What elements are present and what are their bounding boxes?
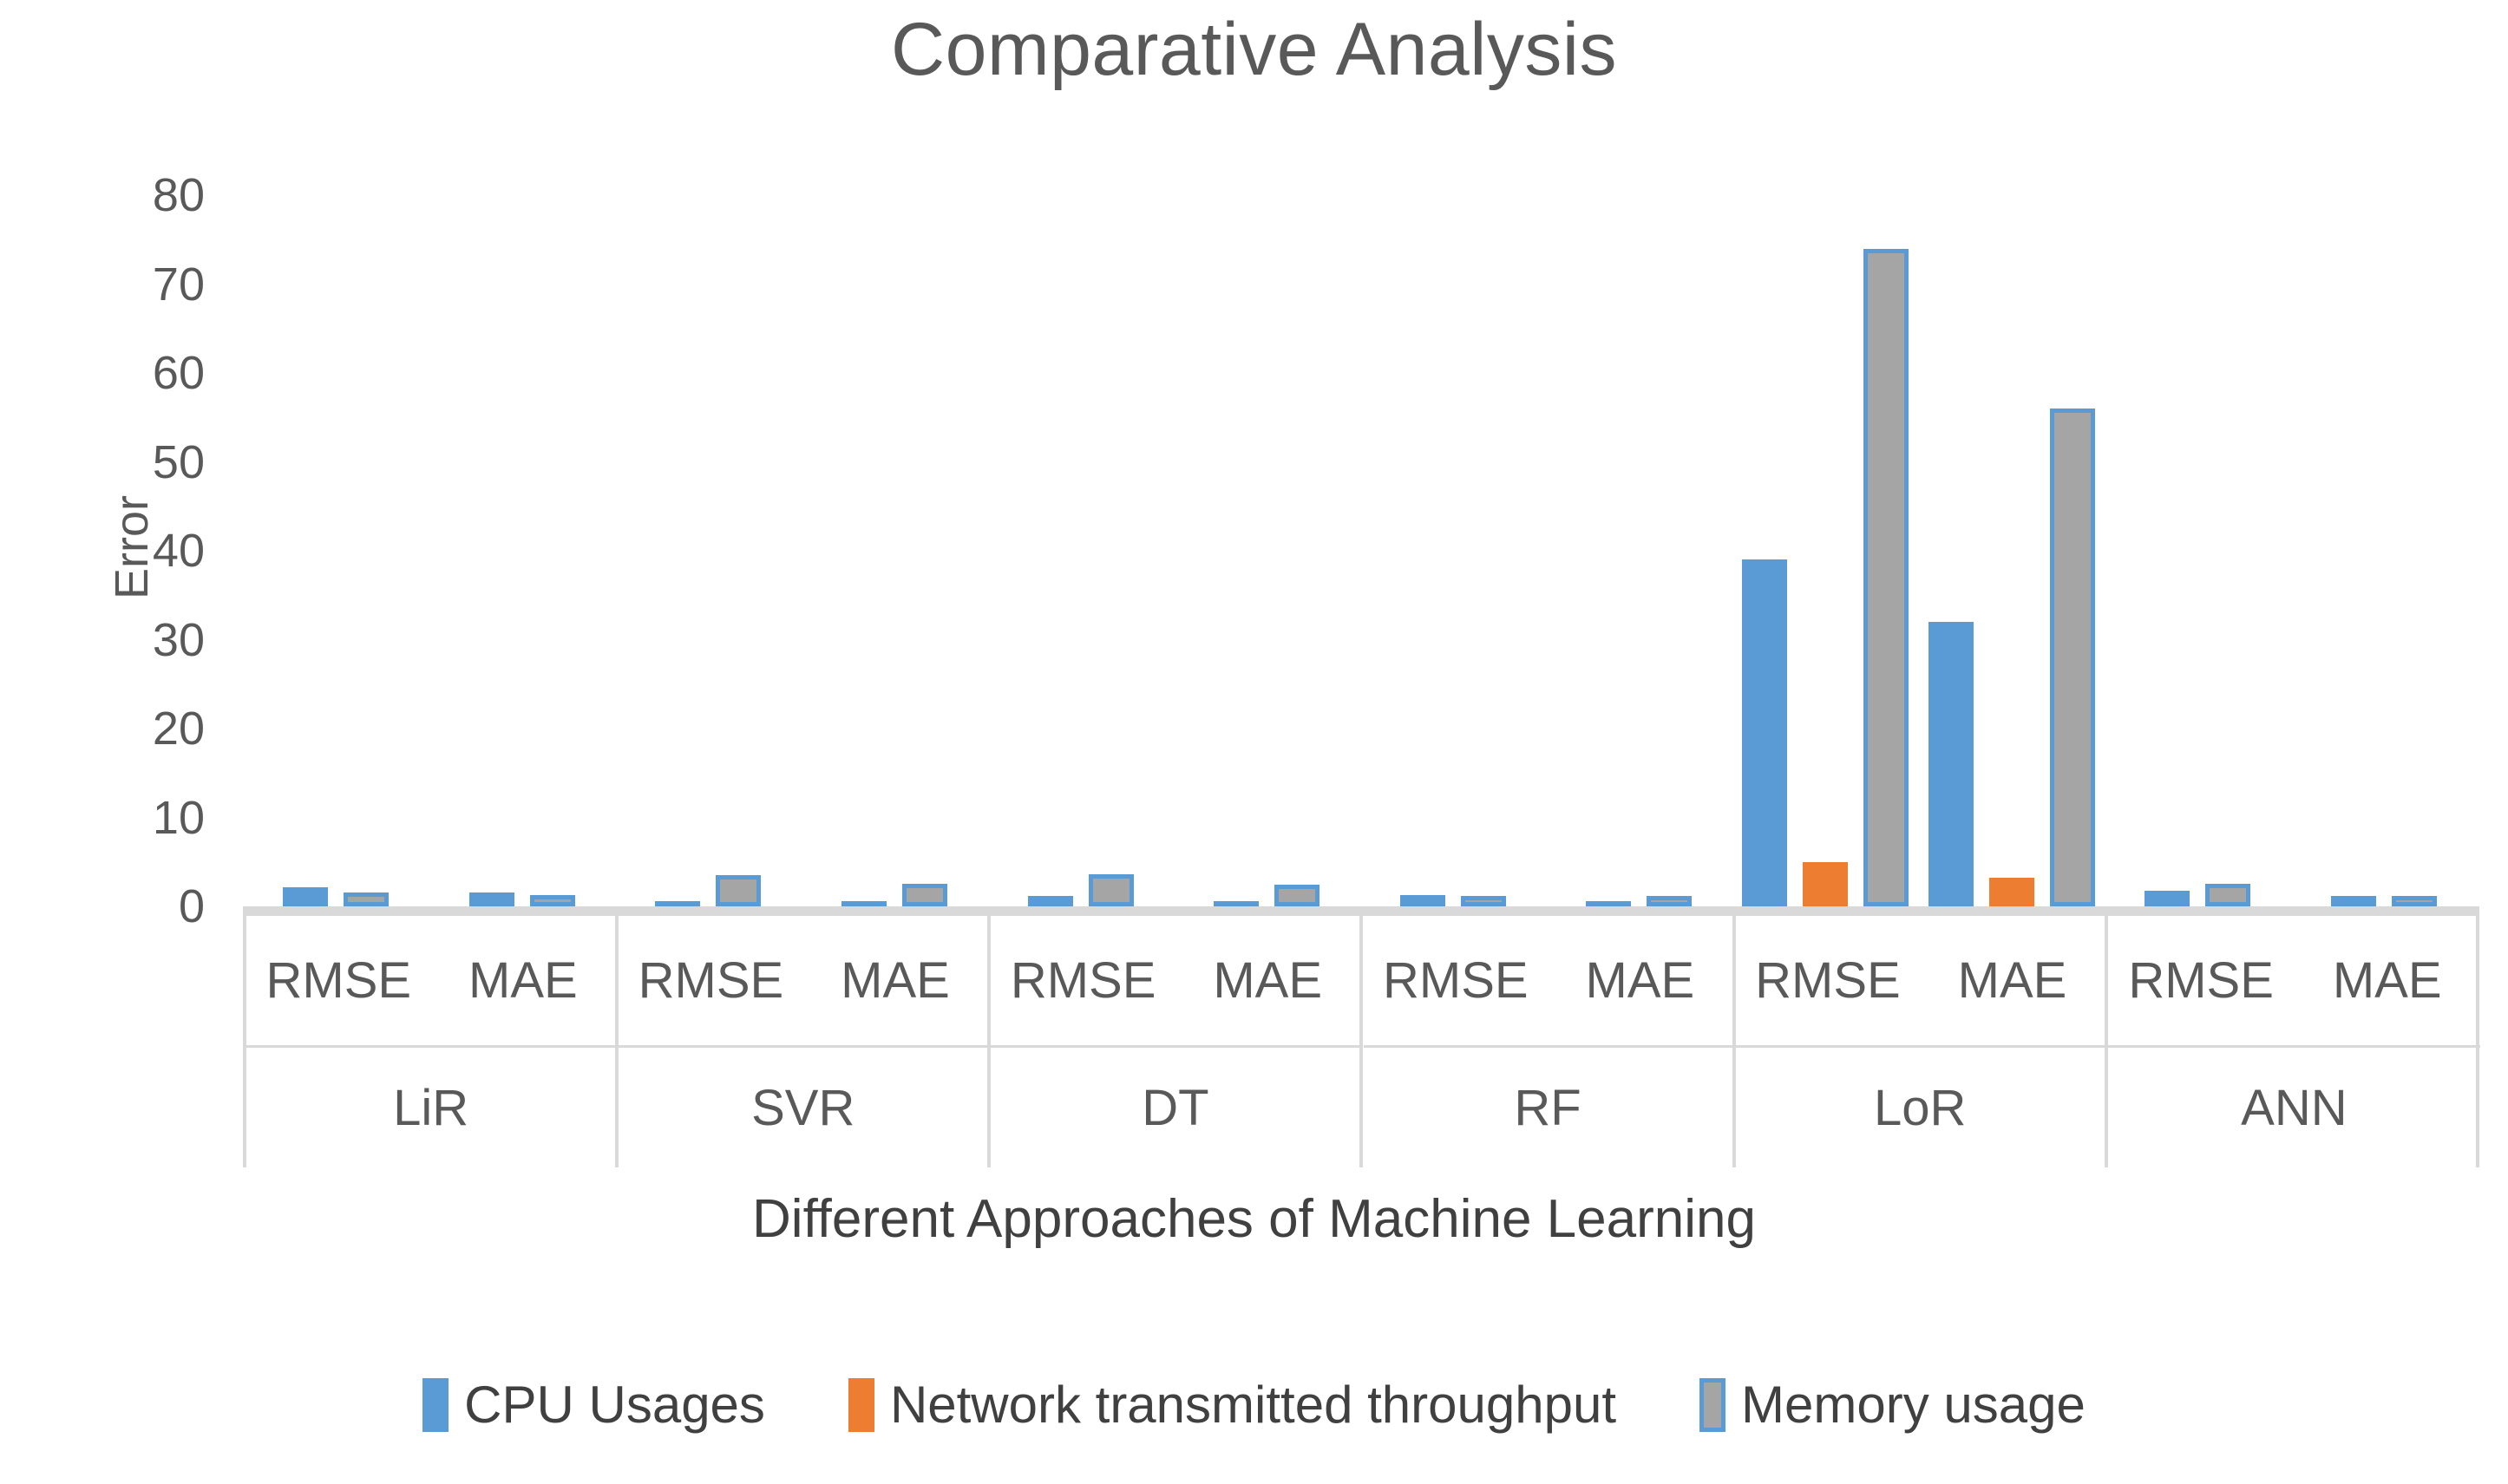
y-axis-tick-label: 80 xyxy=(152,169,205,221)
metric-label-row: RMSE MAE xyxy=(2107,916,2480,1048)
group-label-svr: SVR xyxy=(751,1079,855,1136)
bar-memory-usage[interactable] xyxy=(344,892,390,906)
legend-swatch-cpu-icon xyxy=(422,1377,449,1432)
metric-label-rmse: RMSE xyxy=(638,952,784,1009)
y-axis-tick-label: 70 xyxy=(152,258,205,311)
group-label-lir: LiR xyxy=(393,1079,469,1136)
bar-cluster xyxy=(802,884,988,906)
plot-area xyxy=(243,195,2477,906)
bar-cluster xyxy=(2290,895,2477,906)
x-axis-title: Different Approaches of Machine Learning xyxy=(752,1189,1756,1249)
bar-memory-usage[interactable] xyxy=(1863,248,1909,906)
x-axis-baseline xyxy=(243,906,2479,916)
y-axis-tick-labels: 80 70 60 50 40 30 20 10 0 xyxy=(104,0,217,1484)
legend-swatch-net-icon xyxy=(848,1377,874,1432)
metric-label-rmse: RMSE xyxy=(1755,952,1901,1009)
bar-cluster xyxy=(1732,248,1919,906)
bar-memory-usage[interactable] xyxy=(1647,895,1693,906)
metric-label-row: RMSE MAE xyxy=(1735,916,2105,1048)
bar-cpu-usages[interactable] xyxy=(1586,901,1632,906)
bar-cpu-usages[interactable] xyxy=(1214,901,1260,906)
metric-label-row: RMSE MAE xyxy=(619,916,988,1048)
bar-cluster xyxy=(1174,885,1360,906)
y-axis-tick-label: 30 xyxy=(152,613,205,666)
metric-label-mae: MAE xyxy=(468,952,578,1009)
legend-swatch-mem-icon xyxy=(1699,1377,1726,1432)
bar-group xyxy=(243,195,615,906)
bar-cluster xyxy=(243,887,429,906)
bar-group xyxy=(987,195,1359,906)
metric-label-mae: MAE xyxy=(1213,952,1323,1009)
metric-label-rmse: RMSE xyxy=(1383,952,1529,1009)
metric-label-row: RMSE MAE xyxy=(991,916,1360,1048)
group-label-lor: LoR xyxy=(1874,1079,1967,1136)
bar-network-throughput[interactable] xyxy=(1802,861,1848,906)
bar-cluster xyxy=(1546,895,1732,906)
metric-label-mae: MAE xyxy=(841,952,950,1009)
category-group-lor: RMSE MAE LoR xyxy=(1735,916,2108,1167)
category-group-dt: RMSE MAE DT xyxy=(991,916,1364,1167)
group-label-rf: RF xyxy=(1514,1079,1581,1136)
chart-legend: CPU Usages Network transmitted throughput… xyxy=(0,1375,2508,1435)
bar-group xyxy=(1732,195,2105,906)
metric-label-rmse: RMSE xyxy=(1010,952,1156,1009)
metric-label-row: RMSE MAE xyxy=(246,916,616,1048)
legend-label: CPU Usages xyxy=(464,1376,765,1434)
y-axis-tick-label: 20 xyxy=(152,703,205,755)
bar-cpu-usages[interactable] xyxy=(655,901,701,906)
metric-label-mae: MAE xyxy=(1585,952,1695,1009)
bar-cluster xyxy=(1360,894,1547,906)
bar-memory-usage[interactable] xyxy=(2391,895,2437,906)
y-axis-tick-label: 60 xyxy=(152,347,205,399)
bar-network-throughput[interactable] xyxy=(1988,878,2034,906)
bar-cpu-usages[interactable] xyxy=(2145,890,2190,906)
group-label-dt: DT xyxy=(1142,1079,1209,1136)
legend-label: Memory usage xyxy=(1741,1376,2086,1434)
category-group-svr: RMSE MAE SVR xyxy=(619,916,992,1167)
metric-label-rmse: RMSE xyxy=(265,952,412,1009)
bar-cpu-usages[interactable] xyxy=(1741,559,1787,906)
y-axis-tick-label: 50 xyxy=(152,435,205,488)
metric-label-mae: MAE xyxy=(2332,952,2442,1009)
category-group-rf: RMSE MAE RF xyxy=(1363,916,1736,1167)
bar-cpu-usages[interactable] xyxy=(283,887,329,906)
metric-label-row: RMSE MAE xyxy=(1363,916,1732,1048)
bar-cluster xyxy=(2105,884,2291,906)
bar-memory-usage[interactable] xyxy=(2205,884,2251,906)
category-group-ann: RMSE MAE ANN xyxy=(2107,916,2480,1167)
bar-memory-usage[interactable] xyxy=(529,894,575,906)
metric-label-rmse: RMSE xyxy=(2128,952,2274,1009)
legend-item[interactable]: CPU Usages xyxy=(422,1375,765,1435)
bar-memory-usage[interactable] xyxy=(1088,874,1134,906)
y-axis-tick-label: 40 xyxy=(152,525,205,577)
legend-item[interactable]: Memory usage xyxy=(1699,1375,2086,1435)
bar-group xyxy=(615,195,987,906)
legend-item[interactable]: Network transmitted throughput xyxy=(848,1375,1616,1435)
legend-label: Network transmitted throughput xyxy=(889,1376,1617,1434)
bar-group xyxy=(2105,195,2477,906)
bar-memory-usage[interactable] xyxy=(1460,895,1506,906)
bar-cpu-usages[interactable] xyxy=(2330,895,2376,906)
bar-cluster xyxy=(987,874,1174,906)
y-axis-tick-label: 10 xyxy=(152,791,205,844)
bar-cpu-usages[interactable] xyxy=(1399,894,1445,906)
bar-cluster xyxy=(429,892,616,906)
bar-memory-usage[interactable] xyxy=(2049,409,2095,906)
y-axis-tick-label: 0 xyxy=(178,880,205,932)
chart-title: Comparative Analysis xyxy=(891,8,1617,91)
bar-cpu-usages[interactable] xyxy=(1027,895,1073,906)
group-label-ann: ANN xyxy=(2241,1079,2348,1136)
bar-group xyxy=(1360,195,1732,906)
bar-cpu-usages[interactable] xyxy=(841,901,887,906)
bar-memory-usage[interactable] xyxy=(1274,885,1320,906)
category-group-lir: RMSE MAE LiR xyxy=(246,916,619,1167)
bar-cpu-usages[interactable] xyxy=(1928,622,1974,906)
bar-cluster xyxy=(1918,409,2105,906)
bar-cpu-usages[interactable] xyxy=(468,892,514,906)
metric-label-mae: MAE xyxy=(1957,952,2067,1009)
bar-memory-usage[interactable] xyxy=(716,875,762,906)
bar-cluster xyxy=(615,875,802,906)
bar-memory-usage[interactable] xyxy=(902,884,948,906)
